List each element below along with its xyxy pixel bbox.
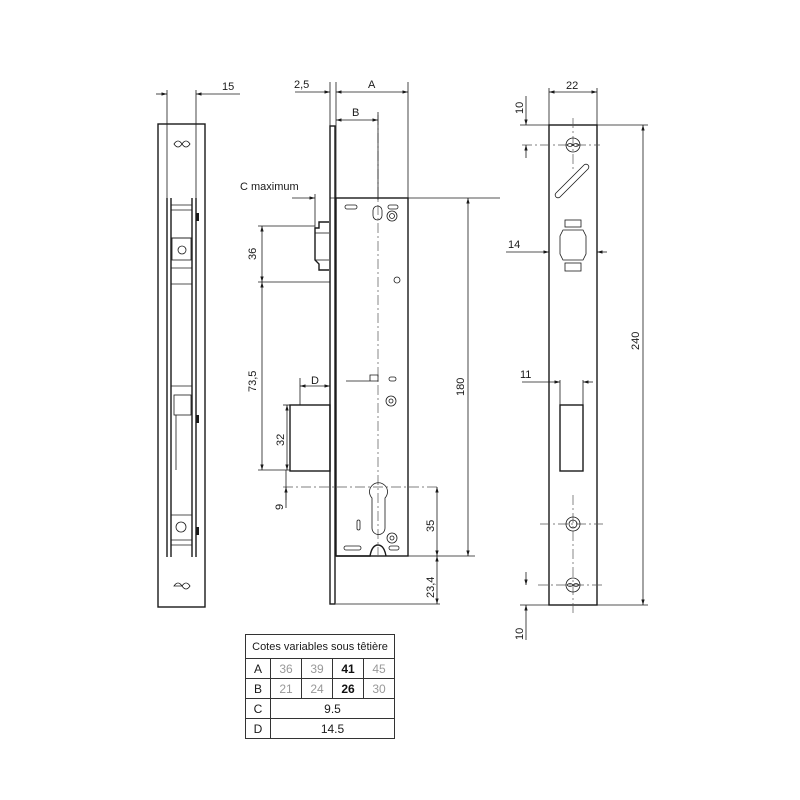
- dim-240: 240: [630, 332, 642, 350]
- dim-2-5: 2,5: [294, 79, 309, 91]
- row-key: C: [245, 698, 271, 719]
- variable-dimensions-table: Cotes variables sous têtière A 36 39 41 …: [245, 634, 395, 739]
- dim-14: 14: [508, 239, 520, 251]
- table-row-A: A 36 39 41 45: [245, 658, 395, 679]
- dim-15: 15: [222, 81, 234, 93]
- dim-22: 22: [566, 80, 578, 92]
- row-key: D: [245, 718, 271, 739]
- table-row-D: D 14.5: [245, 718, 395, 739]
- dim-32: 32: [275, 434, 287, 446]
- value-cell: 36: [270, 658, 302, 679]
- value-cell: 30: [363, 678, 395, 699]
- value-cell: 45: [363, 658, 395, 679]
- table-title: Cotes variables sous têtière: [245, 634, 395, 659]
- dim-A: A: [368, 79, 376, 91]
- value-cell: 14.5: [270, 718, 395, 739]
- dim-180: 180: [455, 378, 467, 396]
- dim-36: 36: [247, 248, 259, 260]
- slot-icon-top: [173, 140, 191, 148]
- right-faceplate-view: 22 10 240 14 11 10: [506, 80, 648, 640]
- dim-11: 11: [520, 369, 531, 381]
- table-header-row: Cotes variables sous têtière: [245, 634, 395, 659]
- table-row-C: C 9.5: [245, 698, 395, 719]
- dim-23-4: 23,4: [425, 577, 437, 598]
- value-cell: 9.5: [270, 698, 395, 719]
- dim-10-top: 10: [514, 102, 526, 114]
- value-cell: 39: [301, 658, 333, 679]
- value-cell-selected: 41: [332, 658, 364, 679]
- value-cell: 21: [270, 678, 302, 699]
- dim-C-maximum: C maximum: [240, 181, 299, 193]
- left-side-view: 15: [156, 81, 240, 608]
- slot-icon-bottom: [173, 582, 191, 590]
- middle-front-view: 2,5 A B C maximum 36 73,5 D 32 9 180: [240, 79, 500, 605]
- value-cell: 24: [301, 678, 333, 699]
- dim-D: D: [311, 375, 319, 387]
- dim-35: 35: [425, 520, 437, 532]
- dim-10-bottom: 10: [514, 628, 526, 640]
- value-cell-selected: 26: [332, 678, 364, 699]
- row-key: A: [245, 658, 271, 679]
- row-key: B: [245, 678, 271, 699]
- table-row-B: B 21 24 26 30: [245, 678, 395, 699]
- dim-B: B: [352, 107, 359, 119]
- dim-73-5: 73,5: [247, 371, 259, 392]
- dim-9: 9: [274, 504, 286, 510]
